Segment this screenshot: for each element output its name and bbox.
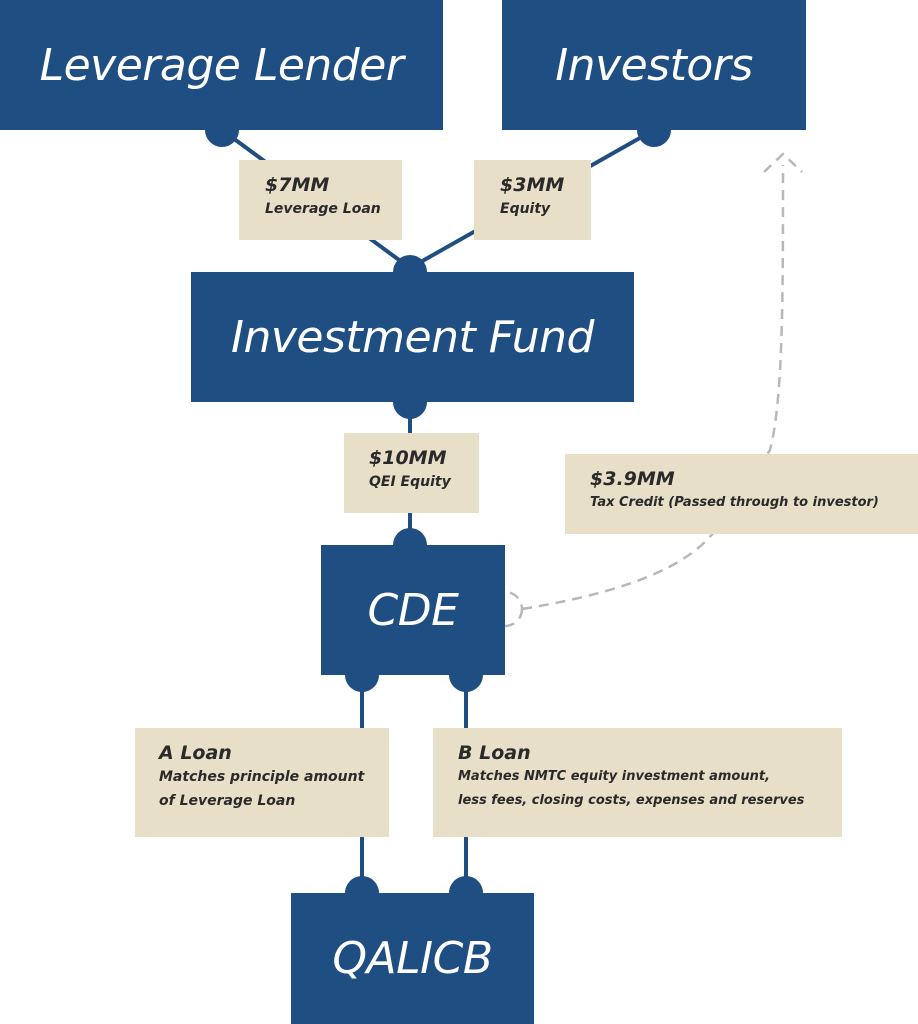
investors-title: Investors — [555, 39, 753, 91]
equity-text: Equity — [500, 201, 551, 217]
a-loan-line-2: of Leverage Loan — [159, 793, 296, 809]
qalicb-node: QALICB — [291, 893, 534, 1024]
investors-node: Investors — [502, 0, 806, 130]
qei-equity-amount: $10MM — [369, 447, 447, 469]
leverage-loan-text: Leverage Loan — [265, 201, 381, 217]
a-loan-title: A Loan — [159, 742, 232, 764]
tax-credit-arrowhead — [763, 152, 803, 173]
tax-credit-dashed-arrow — [521, 164, 785, 611]
leverage-loan-label: $7MM Leverage Loan — [239, 160, 402, 240]
b-loan-line-1: Matches NMTC equity investment amount, — [458, 769, 770, 784]
tax-credit-text: Tax Credit (Passed through to investor) — [590, 495, 879, 510]
equity-label: $3MM Equity — [474, 160, 591, 240]
cde-node: CDE — [321, 545, 505, 675]
qei-equity-label: $10MM QEI Equity — [344, 433, 479, 513]
equity-amount: $3MM — [500, 174, 565, 196]
investment-fund-title: Investment Fund — [231, 311, 594, 363]
b-loan-title: B Loan — [458, 742, 531, 764]
a-loan-line-1: Matches principle amount — [159, 769, 365, 785]
a-loan-label: A Loan Matches principle amount of Lever… — [135, 728, 389, 837]
cde-title: CDE — [367, 584, 459, 636]
leverage-loan-amount: $7MM — [265, 174, 330, 196]
investment-fund-node: Investment Fund — [191, 272, 634, 402]
tax-credit-amount: $3.9MM — [590, 468, 675, 490]
qalicb-title: QALICB — [332, 933, 493, 984]
b-loan-label: B Loan Matches NMTC equity investment am… — [433, 728, 842, 837]
tax-credit-label: $3.9MM Tax Credit (Passed through to inv… — [565, 454, 918, 534]
leverage-lender-title: Leverage Lender — [39, 39, 404, 91]
leverage-lender-node: Leverage Lender — [0, 0, 443, 130]
qei-equity-text: QEI Equity — [369, 474, 451, 490]
b-loan-line-2: less fees, closing costs, expenses and r… — [458, 793, 805, 808]
